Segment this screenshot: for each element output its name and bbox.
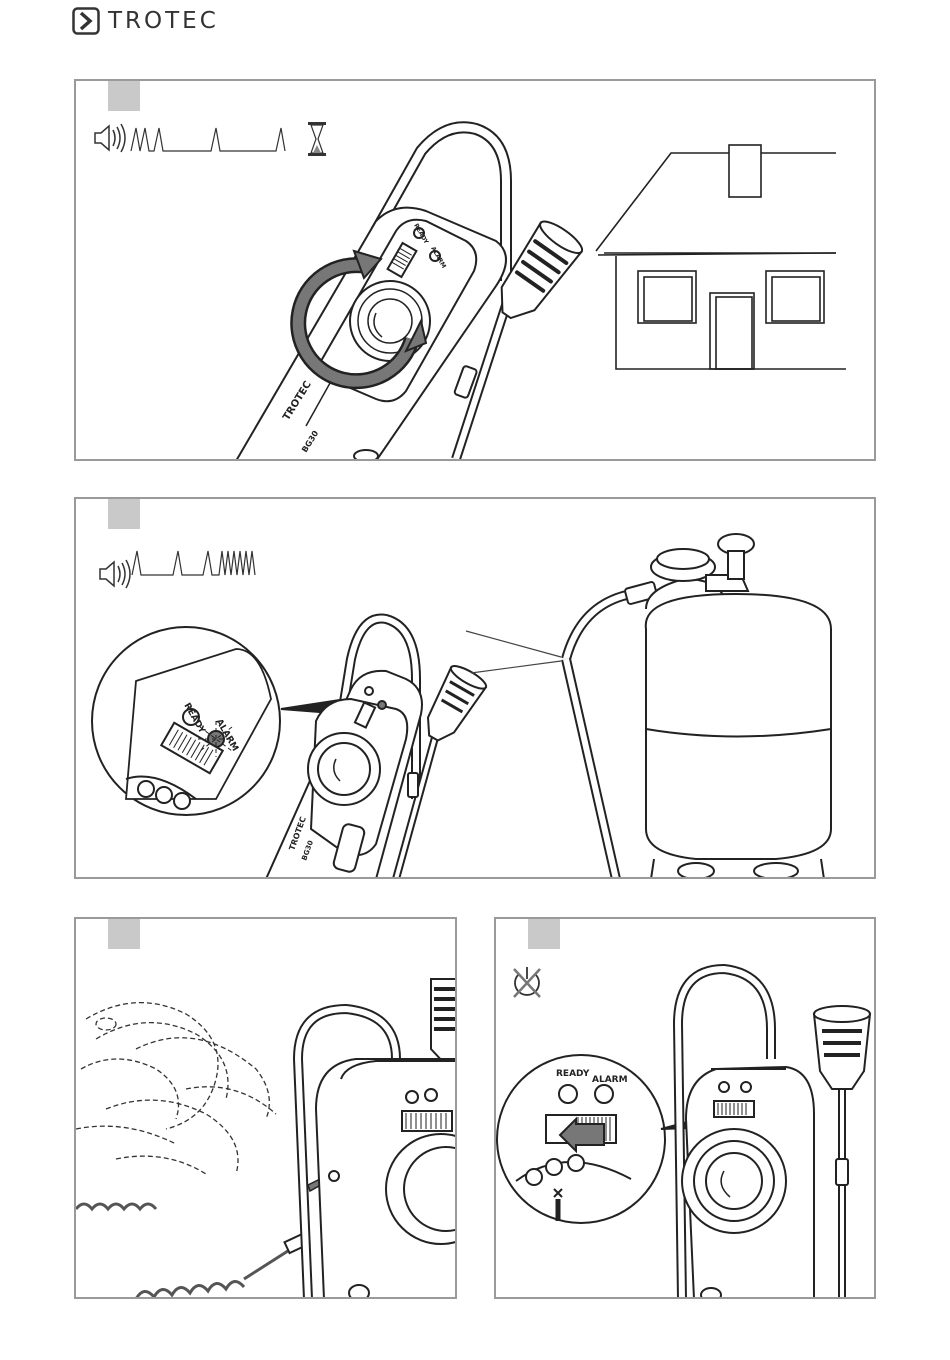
figure-panel-4: READY ALARM (494, 917, 876, 1299)
led-alarm-label: ALARM (592, 1075, 628, 1085)
beep-pattern-slow (131, 128, 285, 151)
figure-4-illustration: READY ALARM (496, 919, 876, 1299)
trotec-chevron-icon (72, 7, 100, 35)
figure-panel-1: READY ALARM TROTEC BG30 (74, 79, 876, 461)
power-off-icon (514, 967, 540, 997)
gas-detector-device (298, 979, 457, 1299)
figure-panel-2: READY ALARM TROTEC B (74, 497, 876, 879)
house-illustration (596, 145, 846, 369)
hourglass-icon (308, 122, 326, 156)
speaker-icon (100, 560, 130, 588)
led-ready-label: READY (556, 1069, 590, 1079)
gas-cylinder-illustration (566, 534, 831, 879)
coiled-cable (76, 1204, 310, 1299)
gas-detector-device (678, 969, 870, 1299)
gas-detector-device: TROTEC BG30 (266, 619, 489, 880)
brand-name: TROTEC (108, 8, 219, 34)
figure-panel-3 (74, 917, 457, 1299)
figure-3-illustration (76, 919, 457, 1299)
beep-pattern-fast (132, 551, 255, 575)
gas-detector-device: READY ALARM TROTEC BG30 (236, 127, 586, 461)
brand-logo: TROTEC (72, 6, 219, 36)
earphone-cable-dashed (76, 1003, 276, 1174)
figure-1-illustration: READY ALARM TROTEC BG30 (76, 81, 876, 461)
figure-2-illustration: READY ALARM TROTEC B (76, 499, 876, 879)
speaker-icon (95, 124, 125, 152)
